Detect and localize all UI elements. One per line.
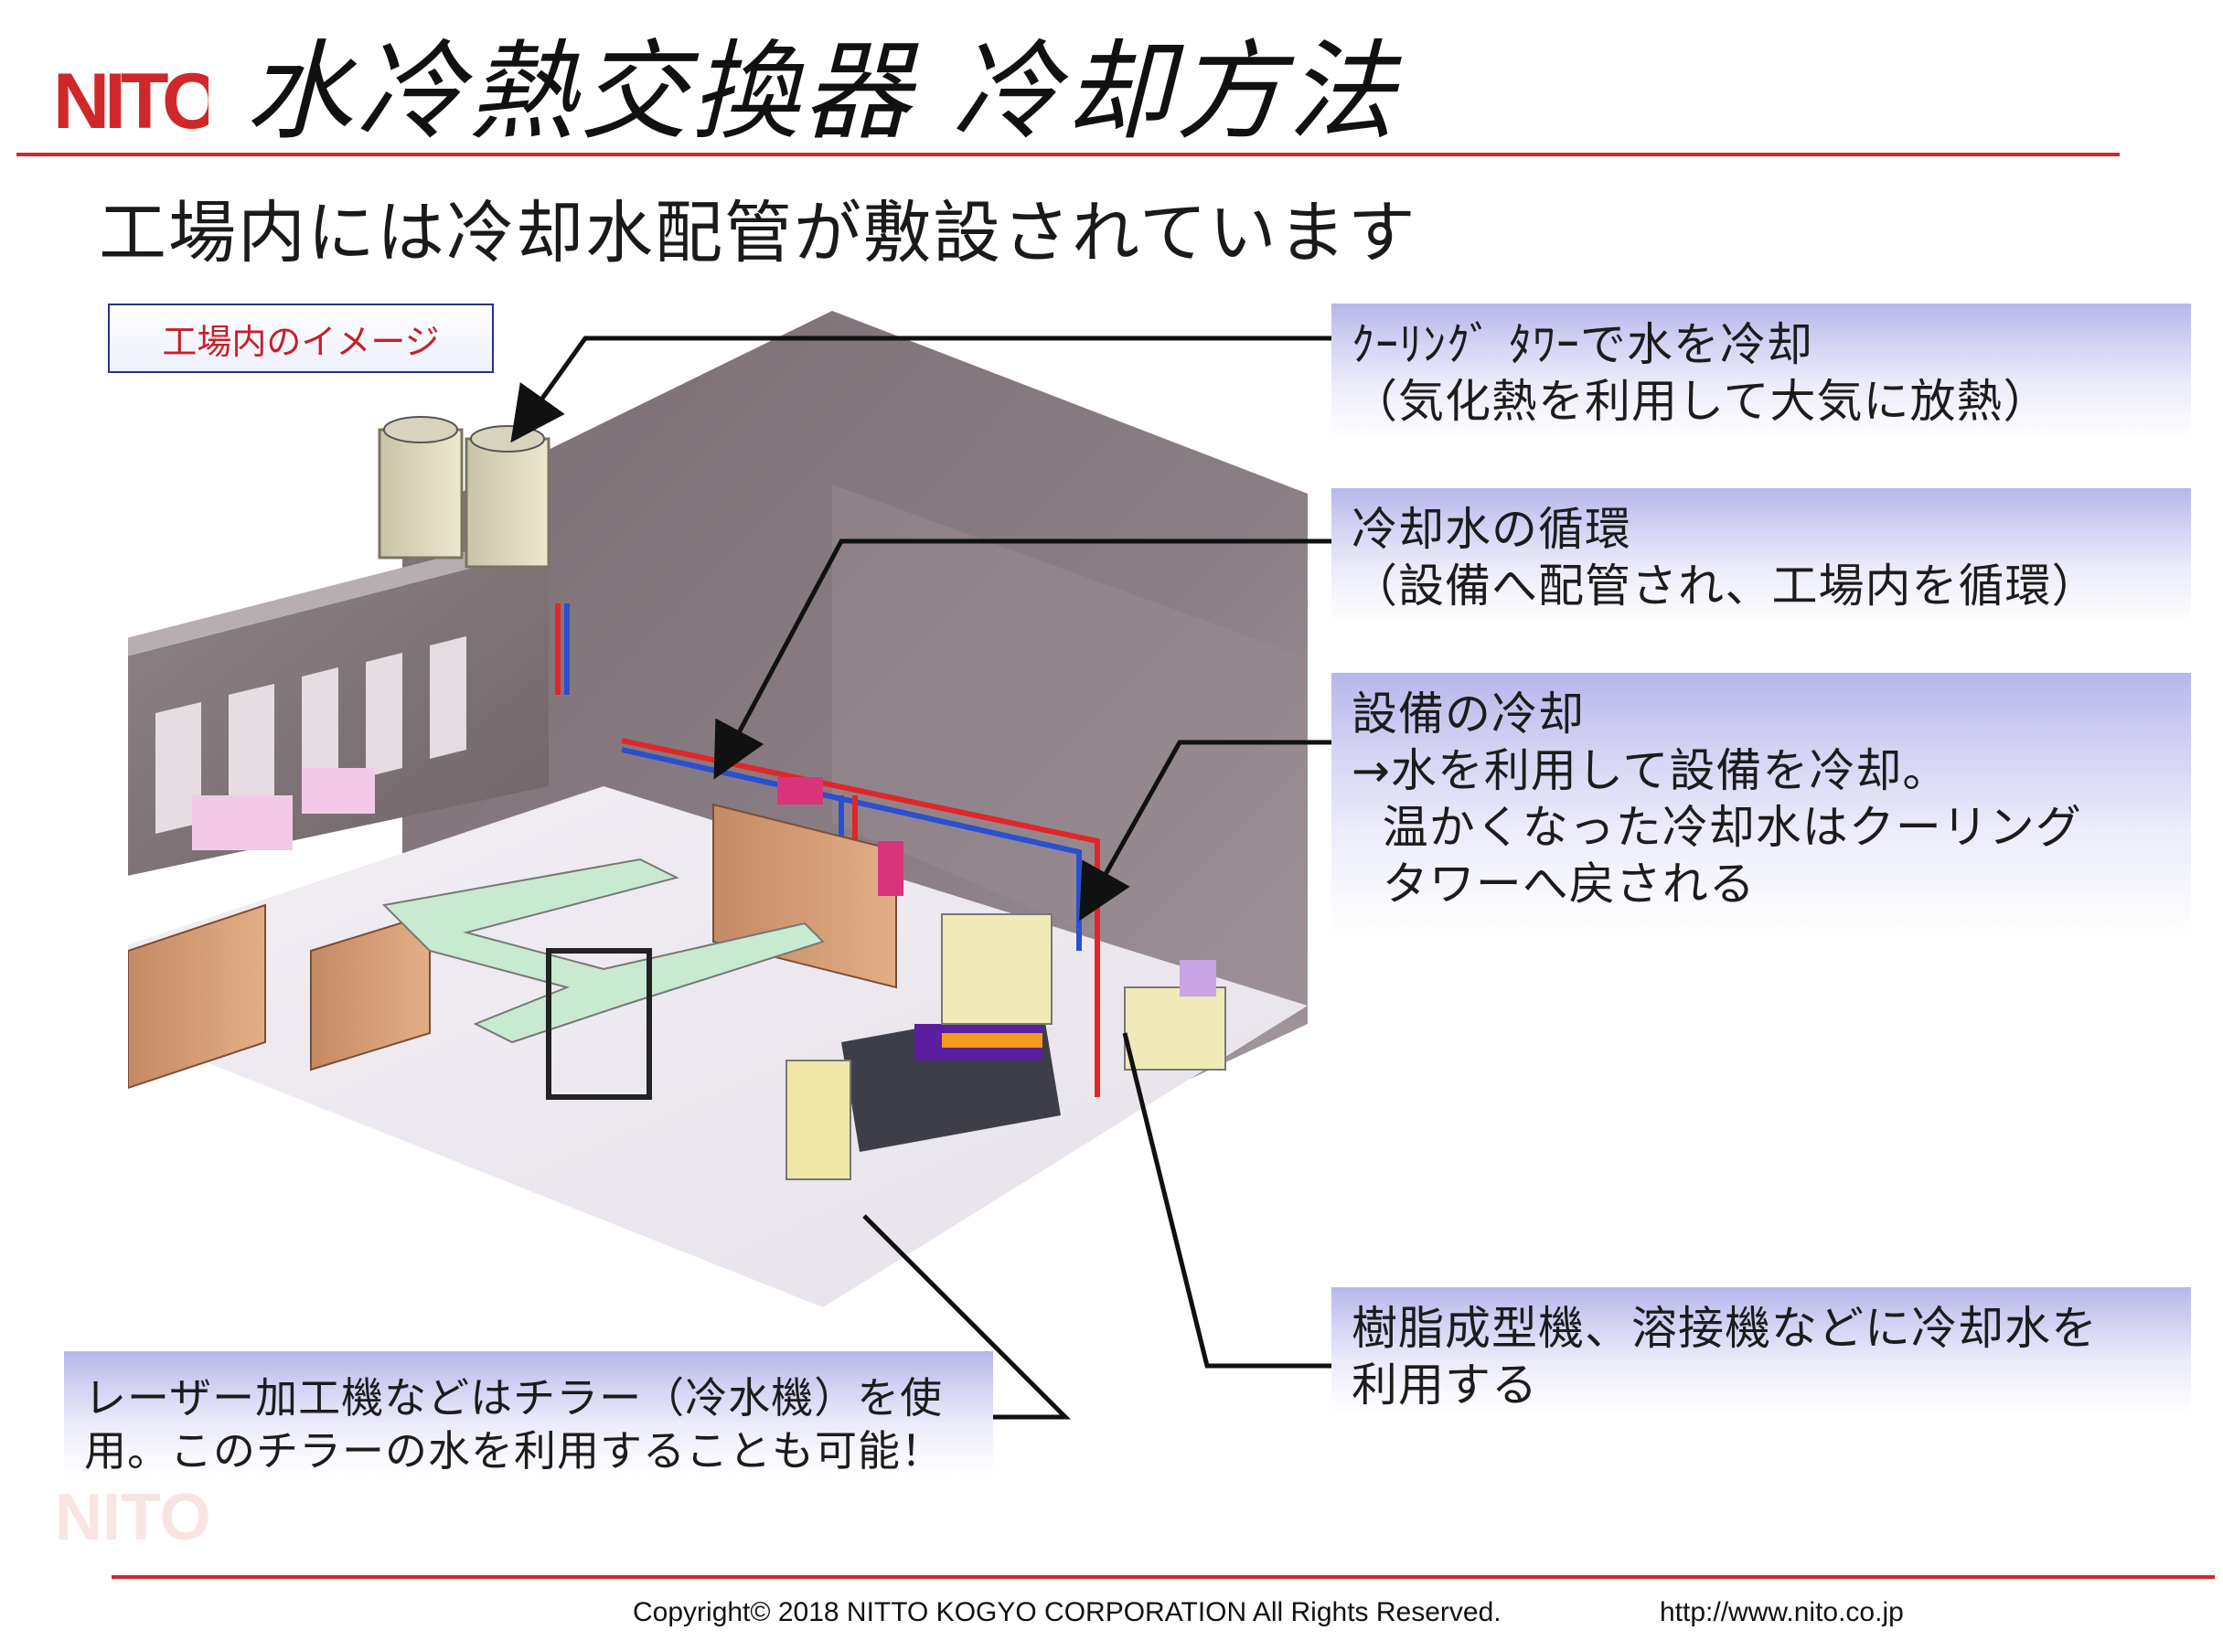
laser-cutter [841,1006,1061,1152]
conveyor-line [381,858,825,1044]
molding-machine [941,913,1226,1071]
callout-line: 樹脂成型機、溶接機などに冷却水を [1352,1302,2098,1355]
electrical-cabinets [128,777,903,1090]
callout-line: →水を利用して設備を冷却。 [1352,744,1950,797]
callout-equipment-cooling: 設備の冷却 →水を利用して設備を冷却。 温かくなった冷却水はクーリング タワーへ… [1331,673,2191,936]
copyright-text: Copyright© 2018 NITTO KOGYO CORPORATION … [633,1597,1502,1627]
callout-line: 設備の冷却 [1352,687,1585,741]
callout-laser-chiller: レーザー加工機などはチラー（冷水機）を使 用。このチラーの水を利用することも可能… [64,1351,993,1476]
nito-watermark-logo: NITO [55,1481,210,1552]
callout-line: ｸｰﾘﾝｸﾞ ﾀﾜｰで水を冷却 [1352,318,1813,371]
callout-circulation: 冷却水の循環 （設備へ配管され、工場内を循環） [1331,488,2191,623]
callout-cooling-tower: ｸｰﾘﾝｸﾞ ﾀﾜｰで水を冷却 （気化熱を利用して大気に放熱） [1331,304,2191,439]
nito-logo: NITO [53,58,208,139]
image-label-tag: 工場内のイメージ [108,304,494,373]
website-link[interactable]: http://www.nito.co.jp [1660,1597,1904,1627]
callout-line: 用。このチラーの水を利用することも可能！ [84,1426,944,1476]
footer-divider [112,1575,2215,1579]
callout-line: レーザー加工機などはチラー（冷水機）を使 [84,1373,944,1423]
callout-line: （設備へ配管され、工場内を循環） [1352,560,2099,613]
callout-line: （気化熱を利用して大気に放熱） [1352,375,2050,428]
page-title: 水冷熱交換器 冷却方法 [245,28,1399,155]
callout-line: 温かくなった冷却水はクーリング [1352,801,2082,854]
callout-molding-welding: 樹脂成型機、溶接機などに冷却水を 利用する [1331,1287,2191,1413]
page-subtitle: 工場内には冷却水配管が敷設されています [99,194,1417,272]
chiller-unit [786,1060,851,1180]
callout-line: 利用する [1352,1359,1538,1412]
svg-text:NITO: NITO [53,58,208,139]
svg-text:NITO: NITO [55,1481,210,1552]
factory-illustration [128,311,1308,1307]
header-divider [16,153,2120,156]
callout-line: 冷却水の循環 [1352,503,1631,556]
callout-line: タワーへ戻される [1352,858,1756,911]
machine-frame [546,948,652,1100]
